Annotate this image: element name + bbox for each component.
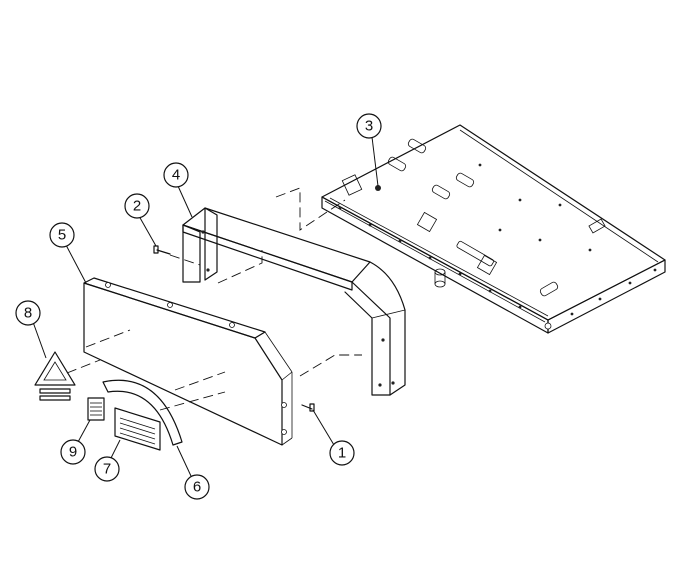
- warning-label: [114, 407, 161, 451]
- callout-8-label: 8: [24, 305, 32, 322]
- screw-part-2: [153, 245, 171, 255]
- callout-5-label: 5: [58, 227, 66, 244]
- callout-3-label: 3: [365, 118, 373, 135]
- callout-2: 2: [124, 193, 157, 247]
- callout-3: 3: [356, 113, 382, 187]
- callout-7: 7: [94, 439, 121, 482]
- small-label: [87, 397, 105, 421]
- callout-4: 4: [163, 162, 193, 218]
- callout-9: 9: [60, 419, 91, 465]
- callout-1: 1: [312, 409, 355, 466]
- callout-6-label: 6: [193, 479, 201, 496]
- assembly-lines: [66, 187, 362, 411]
- cover-frame: [182, 207, 406, 396]
- front-panel: [83, 277, 293, 446]
- callout-2-label: 2: [133, 198, 141, 215]
- callout-4-label: 4: [172, 167, 180, 184]
- callout-1-label: 1: [338, 445, 346, 462]
- callout-8: 8: [15, 300, 47, 359]
- callout-9-label: 9: [69, 444, 77, 461]
- callout-7-label: 7: [103, 461, 111, 478]
- callout-5: 5: [49, 222, 87, 284]
- triangle-reflector: [34, 351, 76, 401]
- curved-decal: [102, 379, 183, 446]
- screw-part-1: [301, 403, 315, 412]
- callout-6: 6: [176, 445, 210, 500]
- base-plate: [321, 124, 666, 334]
